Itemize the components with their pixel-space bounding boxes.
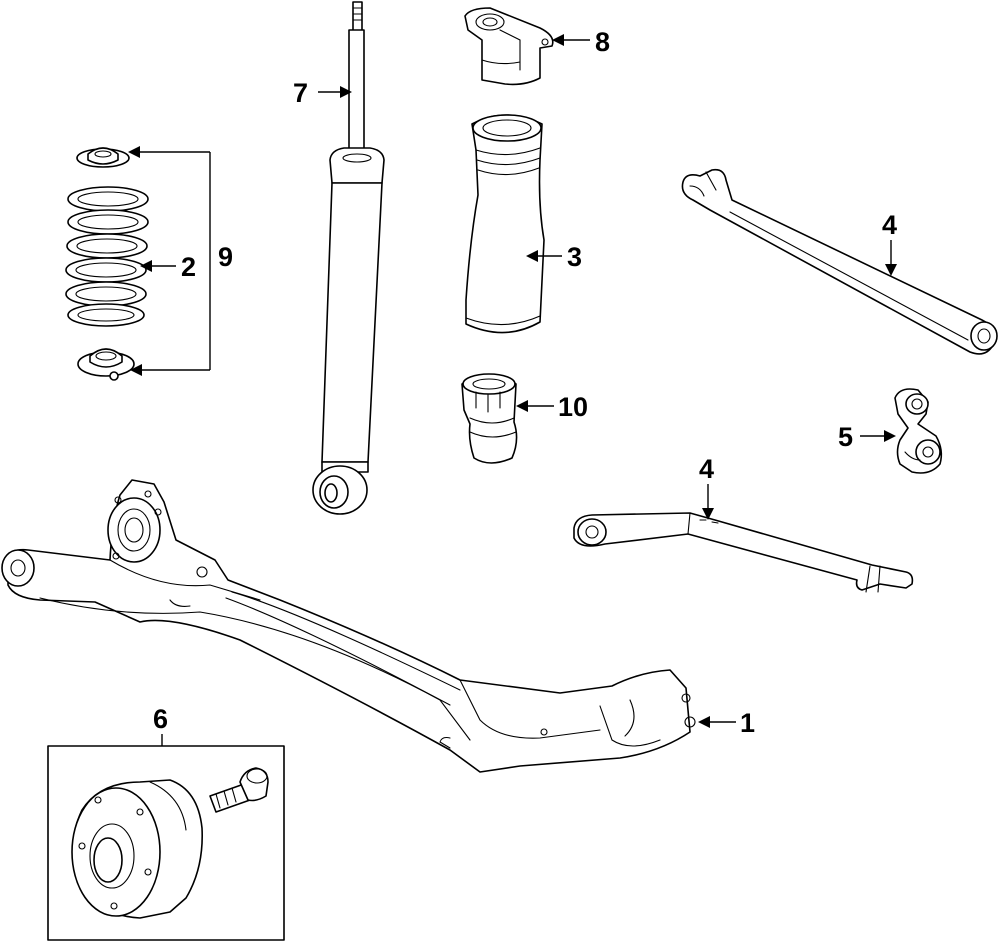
callout-9: 9 bbox=[218, 242, 233, 272]
upper-control-arm bbox=[681, 168, 998, 355]
callout-1: 1 bbox=[740, 708, 755, 738]
bump-stop bbox=[461, 373, 518, 464]
callout-2: 2 bbox=[181, 252, 196, 282]
dust-boot bbox=[465, 114, 545, 334]
callout-3: 3 bbox=[567, 242, 582, 272]
axle-beam bbox=[1, 479, 696, 773]
callout-7: 7 bbox=[293, 78, 308, 108]
hub-box bbox=[47, 745, 285, 941]
callout-5: 5 bbox=[838, 422, 853, 452]
lower-spring-seat bbox=[77, 348, 135, 381]
stabilizer-link bbox=[894, 388, 943, 474]
wheel-hub bbox=[71, 779, 203, 919]
callout-4-lower: 4 bbox=[699, 454, 714, 484]
callout-6: 6 bbox=[153, 704, 168, 734]
upper-spring-seat bbox=[76, 147, 130, 168]
upper-mount bbox=[464, 7, 554, 86]
callout-10: 10 bbox=[558, 392, 588, 422]
lower-control-arm bbox=[573, 512, 914, 593]
leader-lines bbox=[128, 34, 897, 746]
callout-4-upper: 4 bbox=[882, 210, 897, 240]
callout-labels: 7 8 3 10 2 9 4 5 4 1 6 bbox=[153, 27, 897, 738]
callout-8: 8 bbox=[595, 27, 610, 57]
hub-bolt bbox=[209, 767, 269, 813]
coil-spring bbox=[65, 186, 149, 327]
shock-absorber bbox=[312, 1, 385, 515]
